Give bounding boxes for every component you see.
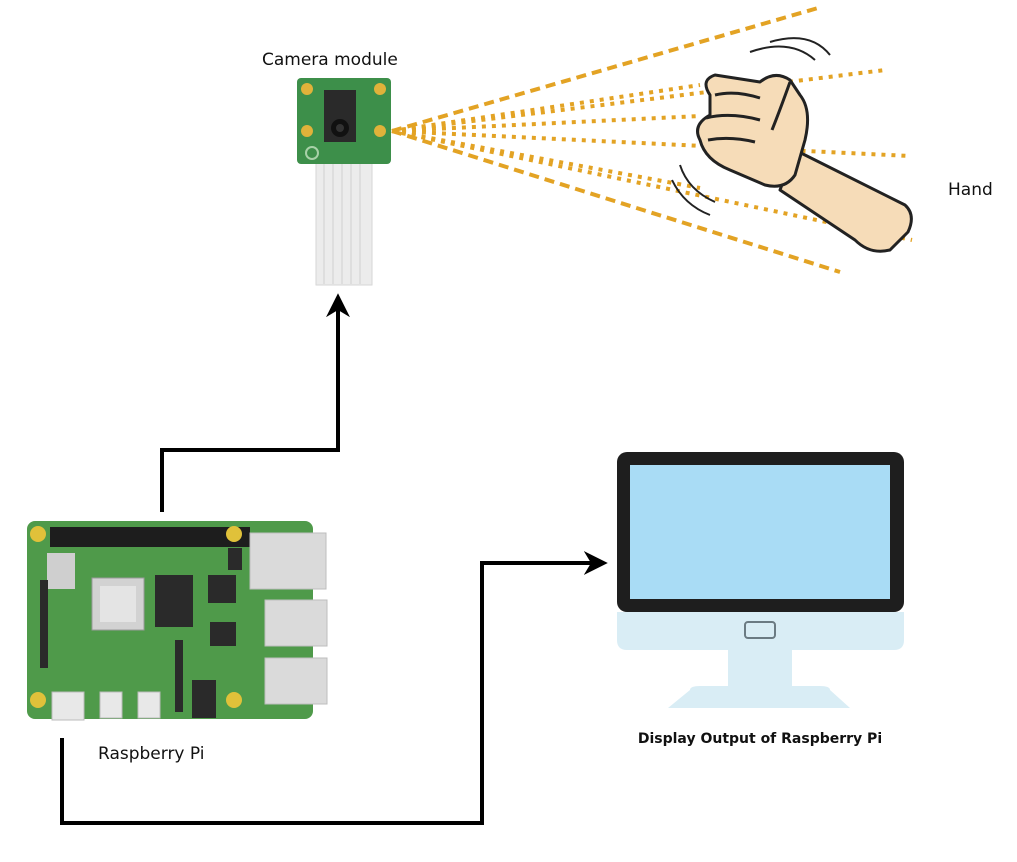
raspberry-pi-board-icon xyxy=(27,521,328,721)
hand-icon xyxy=(696,73,913,253)
pi-to-camera-arrow xyxy=(160,293,350,512)
pi-to-display-arrow xyxy=(60,551,608,825)
display-output-label: Display Output of Raspberry Pi xyxy=(637,731,883,747)
camera-module-label: Camera module xyxy=(262,50,398,70)
camera-view-beams xyxy=(391,6,913,274)
monitor-icon xyxy=(617,452,904,708)
hand-label: Hand xyxy=(948,180,993,200)
hand-motion-lines xyxy=(671,37,831,216)
raspberry-pi-label: Raspberry Pi xyxy=(98,744,205,764)
camera-module-icon xyxy=(297,78,391,286)
